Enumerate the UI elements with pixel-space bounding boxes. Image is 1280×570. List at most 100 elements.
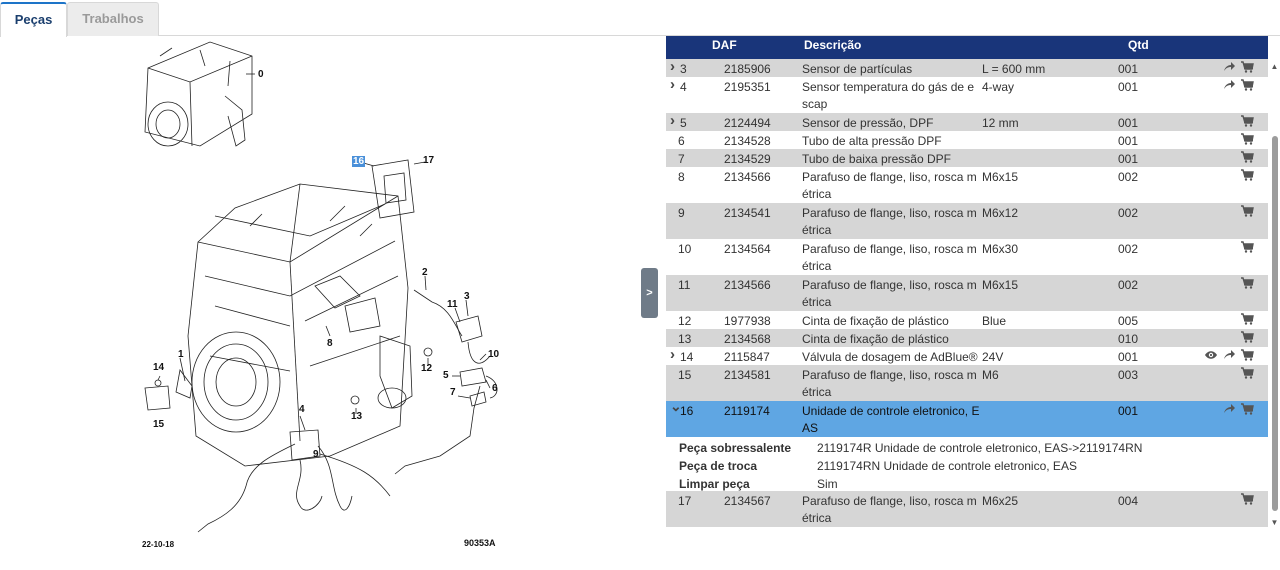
- row-daf-number: 2134541: [724, 206, 771, 220]
- detail-label: Limpar peça: [679, 477, 750, 491]
- row-actions: [1222, 403, 1254, 420]
- eye-icon[interactable]: [1204, 349, 1218, 366]
- row-position: 13: [678, 332, 692, 346]
- callout-10[interactable]: 10: [488, 349, 500, 360]
- callout-7[interactable]: 7: [450, 387, 456, 398]
- callout-4[interactable]: 4: [299, 404, 305, 415]
- tab-pecas[interactable]: Peças: [0, 2, 67, 37]
- row-actions: [1240, 151, 1254, 168]
- cart-icon[interactable]: [1240, 367, 1254, 384]
- cart-icon[interactable]: [1240, 151, 1254, 168]
- tab-trabalhos[interactable]: Trabalhos: [67, 2, 159, 36]
- exploded-parts-diagram[interactable]: 0 16 17 2 11 3 8 10 1 12 5 6 14 7 13 4 9…: [0, 36, 640, 570]
- cart-icon[interactable]: [1240, 61, 1254, 78]
- share-icon[interactable]: [1222, 349, 1236, 366]
- chevron-down-icon[interactable]: ⌄: [670, 398, 682, 414]
- callout-15[interactable]: 15: [153, 419, 165, 430]
- row-position: 4: [680, 80, 687, 94]
- table-scrollbar[interactable]: ▲ ▼: [1270, 60, 1279, 528]
- header-qtd[interactable]: Qtd: [1128, 38, 1149, 52]
- row-description: Unidade de controle eletronico, EAS: [802, 404, 980, 435]
- row-quantity: 001: [1118, 80, 1139, 94]
- share-icon[interactable]: [1222, 79, 1236, 96]
- cart-icon[interactable]: [1240, 349, 1254, 366]
- row-description: Cinta de fixação de plástico: [802, 314, 949, 328]
- callout-6[interactable]: 6: [492, 383, 498, 394]
- callout-9[interactable]: 9: [313, 449, 319, 460]
- row-position: 12: [678, 314, 692, 328]
- row-spec: 12 mm: [982, 116, 1019, 130]
- cart-icon[interactable]: [1240, 115, 1254, 132]
- callout-14[interactable]: 14: [153, 362, 165, 373]
- callout-5[interactable]: 5: [443, 370, 449, 381]
- scroll-down-icon[interactable]: ▼: [1270, 518, 1279, 527]
- cart-icon[interactable]: [1240, 79, 1254, 96]
- collapse-panel-button[interactable]: >: [641, 268, 658, 318]
- row-spec: M6x15: [982, 170, 1019, 184]
- row-position: 7: [678, 152, 685, 166]
- chevron-right-icon[interactable]: ›: [670, 76, 675, 93]
- row-description: Parafuso de flange, liso, rosca métrica: [802, 206, 977, 237]
- row-position: 14: [680, 350, 694, 364]
- cart-icon[interactable]: [1240, 277, 1254, 294]
- row-daf-number: 2119174: [724, 404, 770, 418]
- cart-icon[interactable]: [1240, 205, 1254, 222]
- scrollbar-thumb[interactable]: [1272, 136, 1278, 511]
- row-spec: 4-way: [982, 80, 1015, 94]
- row-daf-number: 2134568: [724, 332, 771, 346]
- callout-1[interactable]: 1: [178, 349, 184, 360]
- row-position: 3: [680, 62, 687, 76]
- chevron-right-icon[interactable]: ›: [670, 112, 675, 129]
- cart-icon[interactable]: [1240, 331, 1254, 348]
- callout-16[interactable]: 16: [352, 156, 366, 167]
- row-description: Tubo de baixa pressão DPF: [802, 152, 951, 166]
- row-position: 15: [678, 368, 692, 382]
- callout-3[interactable]: 3: [464, 291, 470, 302]
- row-daf-number: 2134528: [724, 134, 771, 148]
- chevron-right-icon[interactable]: ›: [670, 58, 675, 75]
- share-icon[interactable]: [1222, 403, 1236, 420]
- cart-icon[interactable]: [1240, 313, 1254, 330]
- cart-icon[interactable]: [1240, 493, 1254, 510]
- row-description: Parafuso de flange, liso, rosca métrica: [802, 170, 977, 201]
- callout-0[interactable]: 0: [258, 69, 264, 80]
- callout-17[interactable]: 17: [423, 155, 435, 166]
- scroll-up-icon[interactable]: ▲: [1270, 62, 1279, 71]
- row-actions: [1240, 169, 1254, 186]
- row-position: 8: [678, 170, 685, 184]
- callout-13[interactable]: 13: [351, 411, 363, 422]
- cart-icon[interactable]: [1240, 403, 1254, 420]
- row-spec: M6x25: [982, 494, 1019, 508]
- row-spec: M6x12: [982, 206, 1019, 220]
- share-icon[interactable]: [1222, 61, 1236, 78]
- callout-2[interactable]: 2: [422, 267, 428, 278]
- callout-11[interactable]: 11: [447, 299, 458, 310]
- cart-icon[interactable]: [1240, 169, 1254, 186]
- cart-icon[interactable]: [1240, 133, 1254, 150]
- cart-icon[interactable]: [1240, 241, 1254, 258]
- header-daf[interactable]: DAF: [712, 38, 737, 52]
- callout-12[interactable]: 12: [421, 363, 433, 374]
- row-description: Parafuso de flange, liso, rosca métrica: [802, 278, 977, 309]
- callout-8[interactable]: 8: [327, 338, 333, 349]
- header-descricao[interactable]: Descrição: [804, 38, 862, 52]
- row-daf-number: 2134566: [724, 278, 771, 292]
- chevron-right-icon[interactable]: ›: [670, 346, 675, 363]
